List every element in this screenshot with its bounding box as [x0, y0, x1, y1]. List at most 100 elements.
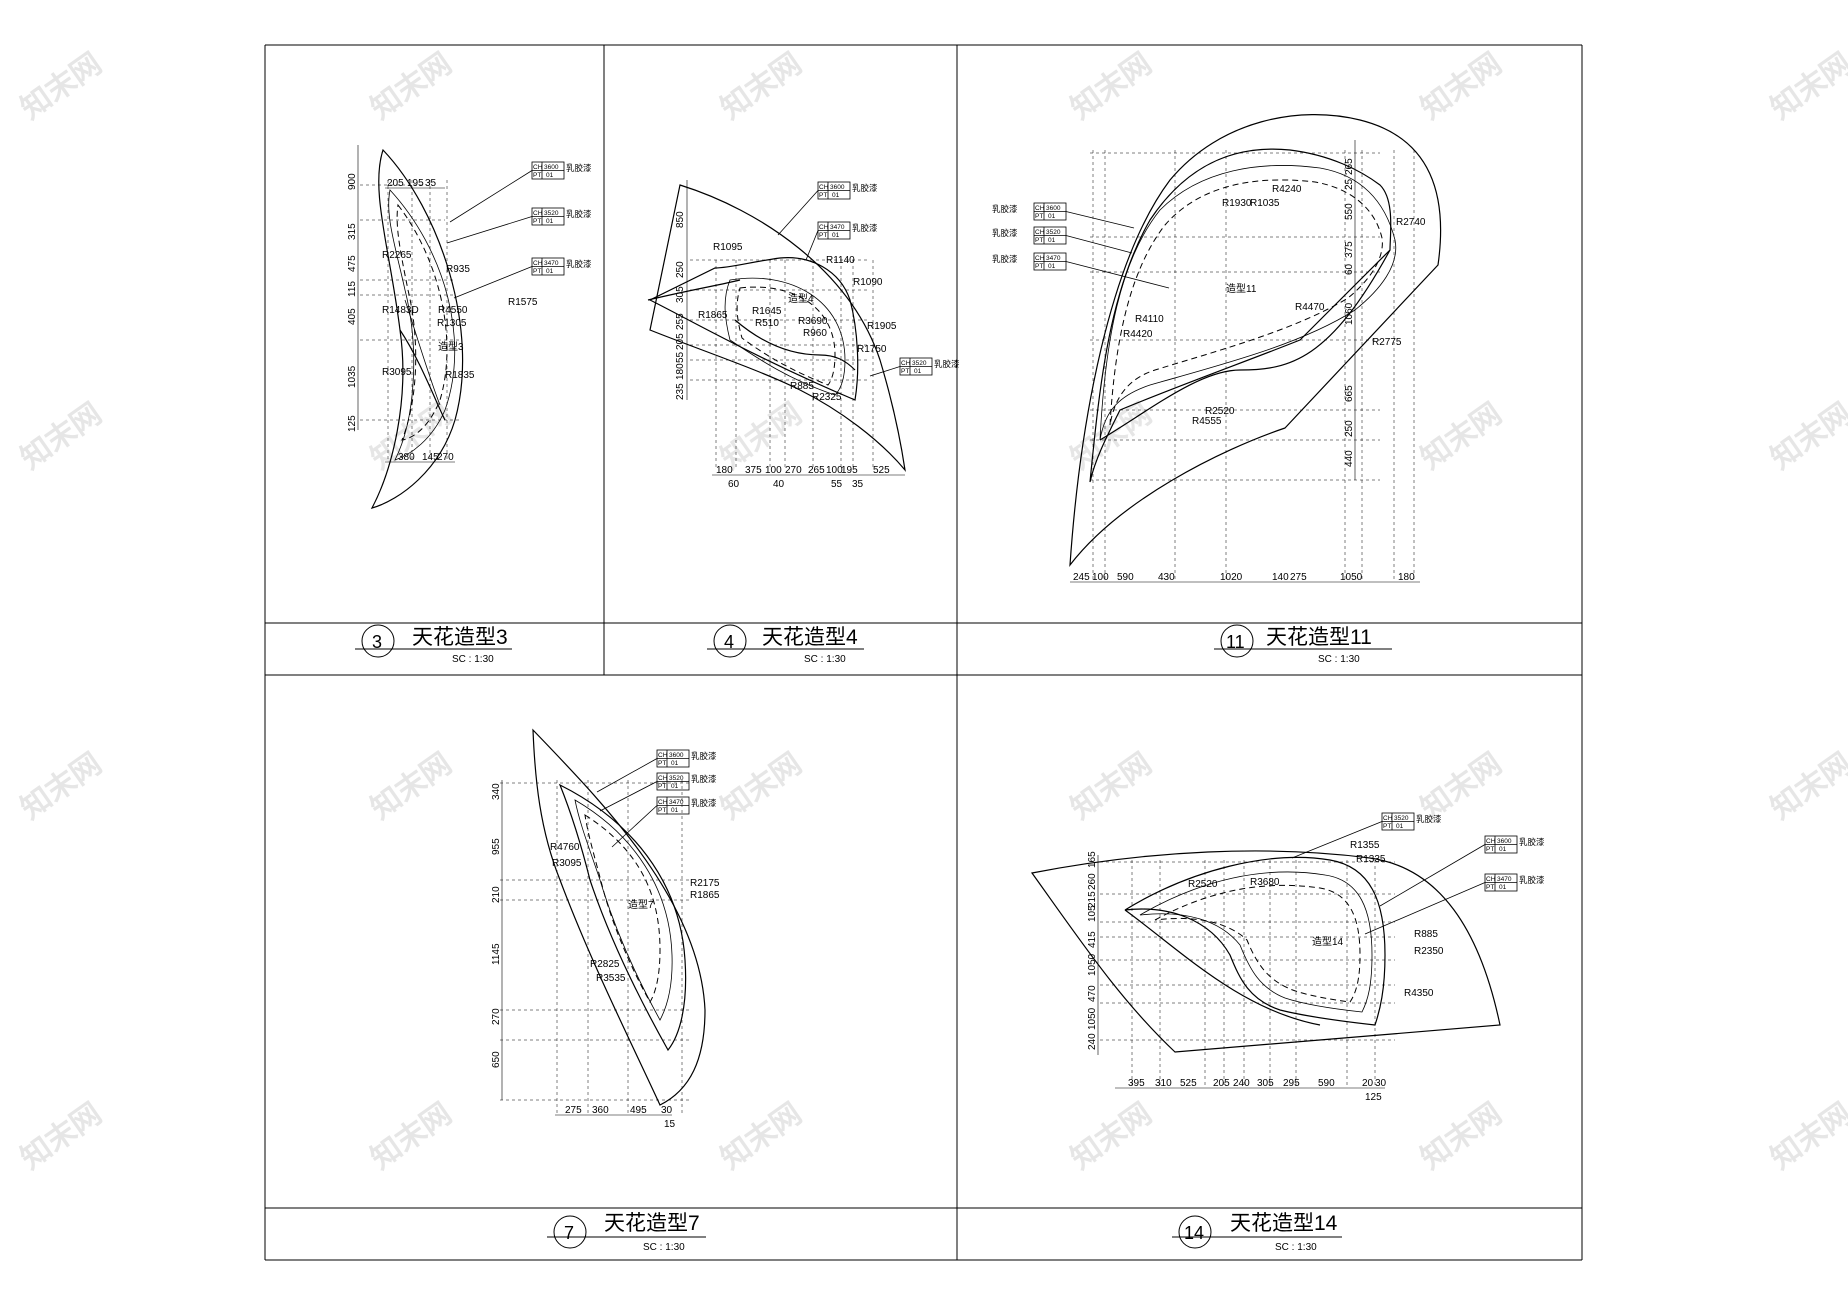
drawing-scale: SC : 1:30 [643, 1242, 685, 1253]
dim-bottom: 180 [1398, 572, 1415, 583]
dim-bottom: 240 [1233, 1078, 1250, 1089]
dim-bottom: 430 [1158, 572, 1175, 583]
svg-text:CH: CH [1486, 876, 1496, 883]
svg-text:PT: PT [1486, 846, 1494, 853]
shape-7-drawing [500, 728, 706, 1115]
svg-text:01: 01 [1048, 263, 1056, 270]
svg-text:CH: CH [533, 260, 543, 267]
svg-text:PT: PT [533, 218, 541, 225]
radius-label: R2520 [1188, 879, 1218, 890]
dim-right: 665 [1344, 385, 1355, 402]
watermark: 知末网 [1765, 1097, 1848, 1176]
dim-bottom-secondary: 60 [728, 479, 740, 490]
dim-left: 250 [675, 261, 686, 278]
title-block-3: 3 天花造型3 SC : 1:30 [355, 624, 512, 665]
svg-text:01: 01 [671, 783, 679, 790]
dimensions-7: 340 955 210 1145 270 650 275 360 495 30 … [491, 780, 676, 1130]
dim-bottom: 525 [873, 465, 890, 476]
drawing-number: 4 [724, 632, 734, 652]
dim-bottom: 590 [1318, 1078, 1335, 1089]
dim-right: 60 [1344, 263, 1355, 275]
watermark: 知末网 [15, 1097, 108, 1176]
svg-text:PT: PT [658, 783, 666, 790]
radius-label: R1035 [1250, 198, 1280, 209]
svg-text:CH: CH [1383, 815, 1393, 822]
dim-left: 105 [1087, 905, 1098, 922]
svg-text:乳胶漆: 乳胶漆 [1519, 875, 1545, 885]
svg-text:01: 01 [832, 192, 840, 199]
svg-text:01: 01 [1396, 823, 1404, 830]
svg-text:3470: 3470 [1046, 255, 1061, 262]
drawing-number: 7 [564, 1223, 574, 1243]
svg-text:3520: 3520 [1394, 815, 1409, 822]
svg-text:CH: CH [1035, 205, 1045, 212]
svg-text:CH: CH [1035, 255, 1045, 262]
svg-text:乳胶漆: 乳胶漆 [566, 163, 592, 173]
radius-label: R4110 [1135, 314, 1164, 325]
dim-bottom: 380 [398, 452, 415, 463]
svg-text:01: 01 [546, 172, 554, 179]
dim-left: 475 [347, 255, 358, 272]
dim-left: 235 [675, 383, 686, 400]
svg-text:01: 01 [1499, 884, 1507, 891]
dim-bottom: 295 [1283, 1078, 1300, 1089]
dim-bottom: 305 [1257, 1078, 1274, 1089]
dim-bottom: 1050 [1340, 572, 1363, 583]
watermark: 知末网 [715, 47, 808, 126]
radius-label: R3535 [596, 973, 626, 984]
dim-bottom-secondary: 55 [831, 479, 843, 490]
svg-text:3470: 3470 [669, 799, 684, 806]
dim-left: 205 [675, 333, 686, 350]
svg-text:3520: 3520 [544, 210, 559, 217]
dim-bottom: 395 [1128, 1078, 1145, 1089]
shape-label: 造型7 [628, 898, 654, 911]
dim-bottom: 360 [592, 1105, 609, 1116]
watermark: 知末网 [365, 1097, 458, 1176]
dim-bottom: 265 [808, 465, 825, 476]
radius-label: R1355 [1350, 840, 1380, 851]
svg-text:3600: 3600 [1497, 838, 1512, 845]
radius-label: R1305 [437, 318, 467, 329]
dim-left: 1050 [1087, 1007, 1098, 1030]
dim-left: 260 [1087, 873, 1098, 890]
dimensions-4: 850 250 305 255 205 55 180 235 180 375 1… [675, 180, 905, 490]
radius-label: R1835 [445, 370, 475, 381]
dim-bottom: 30 [1375, 1078, 1387, 1089]
svg-text:PT: PT [533, 172, 541, 179]
svg-text:3520: 3520 [669, 775, 684, 782]
svg-text:CH: CH [658, 752, 668, 759]
radius-label: R4550 [438, 305, 468, 316]
dim-bottom: 270 [785, 465, 802, 476]
svg-text:01: 01 [914, 368, 922, 375]
radius-label: R3095 [552, 858, 582, 869]
dim-right: 250 [1344, 420, 1355, 437]
dim-left: 405 [347, 308, 358, 325]
sheet-frame [264, 44, 1583, 1261]
radius-label: R1090 [853, 277, 883, 288]
radius-label: R510 [755, 318, 779, 329]
panel-7: 340 955 210 1145 270 650 275 360 495 30 … [491, 728, 720, 1253]
panel-3: 900 315 475 115 405 1035 125 205 195 35 … [347, 145, 592, 665]
svg-text:3470: 3470 [544, 260, 559, 267]
svg-text:PT: PT [1383, 823, 1391, 830]
drawing-title: 天花造型7 [604, 1212, 700, 1235]
svg-text:3600: 3600 [830, 184, 845, 191]
dim-bottom: 275 [1290, 572, 1307, 583]
svg-text:01: 01 [832, 232, 840, 239]
svg-text:01: 01 [1048, 213, 1056, 220]
title-block-4: 4 天花造型4 SC : 1:30 [707, 624, 864, 665]
dim-left: 215 [1087, 891, 1098, 908]
shape-3-drawing [360, 148, 464, 509]
drawing-number: 14 [1184, 1223, 1204, 1243]
svg-text:乳胶漆: 乳胶漆 [1519, 837, 1545, 847]
dim-left: 255 [675, 313, 686, 330]
title-block-7: 7 天花造型7 SC : 1:30 [547, 1212, 706, 1253]
dim-right: 440 [1344, 450, 1355, 467]
